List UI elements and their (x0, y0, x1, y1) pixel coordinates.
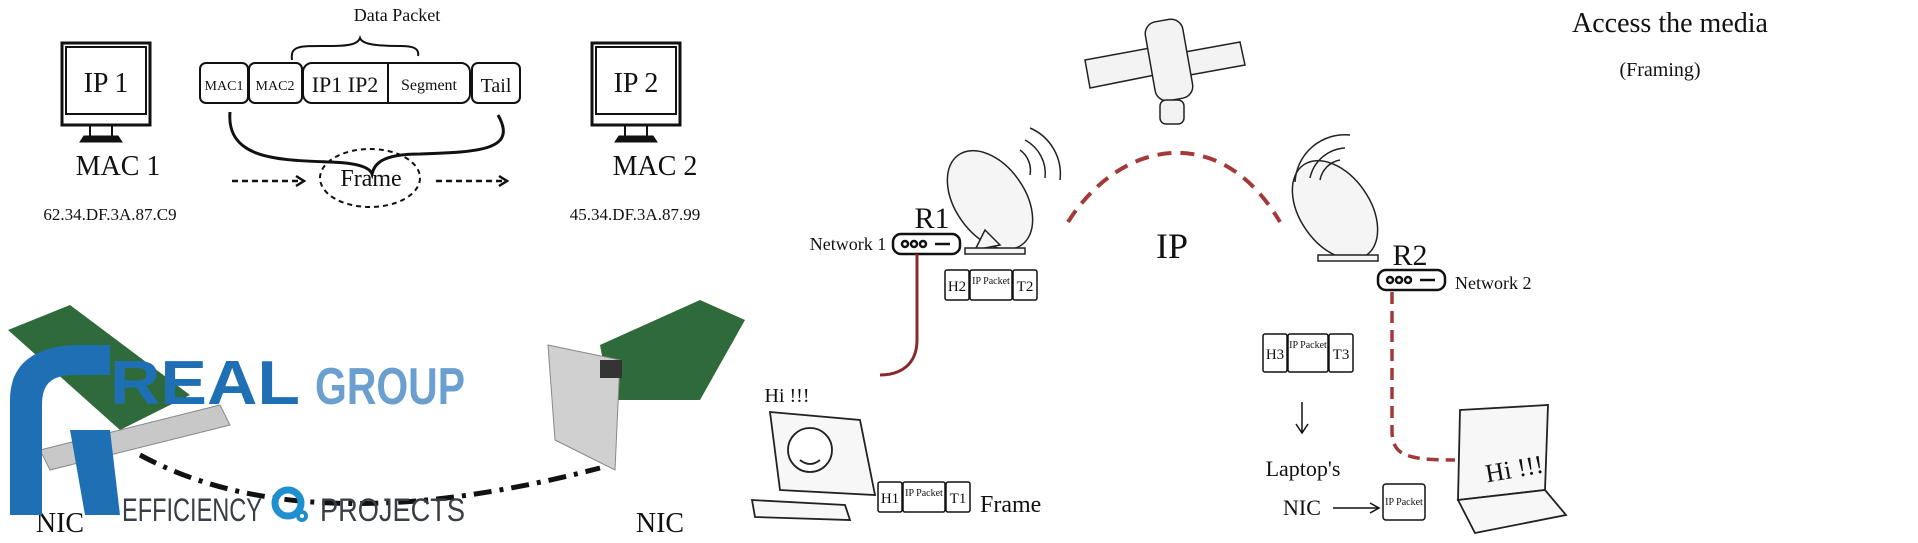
arrow-to-frame-icon (232, 174, 307, 188)
logo-group-text: GROUP (315, 358, 465, 416)
data-packet-label: Data Packet (354, 5, 440, 25)
network-2-label: Network 2 (1455, 273, 1531, 293)
laptop-icon (1456, 404, 1568, 535)
host-2-mac: MAC 2 (613, 151, 698, 182)
host-1-ip: IP 1 (84, 68, 129, 99)
laptop-nic-label-line1: Laptop's (1266, 456, 1341, 481)
packet-r2 (1262, 333, 1354, 373)
network-2-link (1390, 292, 1456, 462)
gear-icon (271, 486, 308, 522)
network-cable (138, 452, 601, 506)
monitor-1-icon (60, 41, 152, 143)
packet-r1-header: H2 (948, 279, 966, 295)
frame-field-ips: IP1 IP2 (312, 72, 379, 97)
logo-projects-text: PROJECTS (320, 492, 465, 528)
nic-left-label: NIC (36, 508, 84, 539)
router-1-name: R1 (914, 202, 949, 235)
laptop-ip-packet-box (1382, 483, 1426, 521)
packet-r2-header: H3 (1266, 347, 1284, 363)
packet-r1 (944, 269, 1038, 301)
packet-sender-body: IP Packet (905, 488, 943, 499)
logo-real-text: REAL (110, 349, 300, 418)
frame-field-mac2: MAC2 (256, 79, 295, 94)
data-packet-brace (290, 34, 420, 61)
packet-r1-body: IP Packet (972, 276, 1010, 287)
arrow-right-icon (1333, 502, 1381, 514)
router-1-icon (891, 232, 962, 256)
host-1-mac-address: 62.34.DF.3A.87.C9 (43, 205, 176, 224)
packet-r2-body: IP Packet (1289, 340, 1327, 351)
desktop-computer-icon (750, 411, 877, 521)
packet-sender-tail: T1 (950, 491, 967, 507)
frame-field-tail: Tail (481, 75, 512, 97)
dish-antenna-r1-icon (946, 127, 1062, 255)
packet-sender-header: H1 (881, 491, 899, 507)
arrow-down-icon (1295, 402, 1309, 435)
satellite-icon (1084, 18, 1246, 125)
router-2-icon (1376, 268, 1447, 292)
real-group-logo: REAL GROUP EFFICIENCY PROJECTS (10, 345, 465, 528)
host-2-ip: IP 2 (614, 68, 659, 99)
host-2-mac-address: 45.34.DF.3A.87.99 (570, 205, 700, 224)
frame-field-segment: Segment (401, 77, 458, 94)
monitor-2-icon (590, 41, 682, 143)
nic-right-label: NIC (636, 508, 684, 539)
logo-efficiency-text: EFFICIENCY (122, 492, 262, 528)
packet-r1-tail: T2 (1017, 279, 1034, 295)
laptop-nic-label-line2: NIC (1283, 495, 1321, 520)
sender-frame-label: Frame (980, 492, 1041, 518)
frame-label: Frame (340, 166, 401, 192)
nic-card-right-icon (547, 300, 745, 471)
ip-link-dashed-arc (1066, 151, 1282, 224)
frame-brace (228, 111, 505, 180)
packet-r2-tail: T3 (1333, 347, 1350, 363)
right-subtitle: (Framing) (1619, 59, 1700, 81)
frame-structure (199, 62, 521, 104)
right-title: Access the media (1572, 8, 1768, 39)
ip-label: IP (1156, 226, 1188, 266)
frame-field-mac1: MAC1 (205, 79, 244, 94)
arrow-from-frame-icon (436, 174, 510, 188)
dish-antenna-r2-icon (1291, 133, 1379, 262)
packet-sender (877, 481, 971, 513)
laptop-ip-packet: IP Packet (1385, 497, 1423, 508)
frame-dashed-ellipse (319, 148, 421, 208)
router-2-name: R2 (1392, 239, 1427, 272)
sender-greeting: Hi !!! (765, 385, 810, 407)
network-1-link (879, 254, 919, 377)
network-1-label: Network 1 (810, 234, 886, 254)
host-1-mac: MAC 1 (76, 151, 161, 182)
